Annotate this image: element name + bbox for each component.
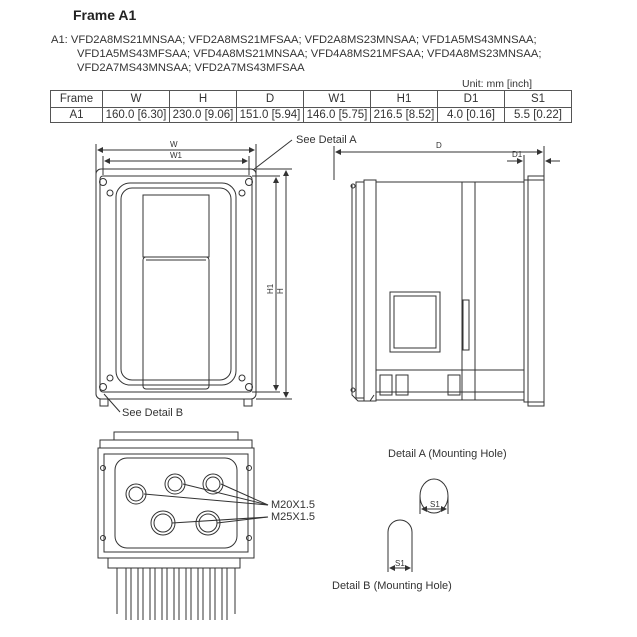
see-detail-b-label: See Detail B [122, 407, 183, 419]
cell-d: 151.0 [5.94] [236, 107, 304, 123]
detail-b-s1-label: S1 [395, 559, 405, 568]
dim-h1-label: H1 [266, 283, 275, 294]
dim-d1-label: D1 [512, 150, 523, 159]
bottom-view [97, 431, 269, 620]
unit-label: Unit: mm [inch] [462, 78, 533, 90]
header-w1: W1 [303, 90, 371, 108]
cell-h: 230.0 [9.06] [169, 107, 237, 123]
header-frame: Frame [50, 90, 103, 108]
dim-d-label: D [436, 141, 442, 150]
detail-a-label: Detail A (Mounting Hole) [388, 448, 507, 460]
cell-s1: 5.5 [0.22] [504, 107, 572, 123]
m25-gland-label: M25X1.5 [271, 511, 315, 523]
detail-b-label: Detail B (Mounting Hole) [332, 580, 452, 592]
model-list-line-2: VFD1A5MS43MFSAA; VFD4A8MS21MNSAA; VFD4A8… [77, 48, 542, 60]
see-detail-a-label: See Detail A [296, 134, 357, 146]
page-title: Frame A1 [73, 7, 137, 23]
table-row: A1 160.0 [6.30] 230.0 [9.06] 151.0 [5.94… [50, 107, 572, 123]
cell-frame: A1 [50, 107, 103, 123]
detail-a-s1-label: S1 [430, 500, 440, 509]
dim-w-label: W [170, 140, 178, 149]
dim-h-label: H [276, 288, 285, 294]
dim-w1-label: W1 [170, 151, 183, 160]
front-view [95, 139, 293, 413]
cell-h1: 216.5 [8.52] [370, 107, 438, 123]
model-list-line-3: VFD2A7MS43MNSAA; VFD2A7MS43MFSAA [77, 62, 305, 74]
dimension-table: Frame W H D W1 H1 D1 S1 A1 160.0 [6.30] … [50, 90, 572, 123]
m20-gland-label: M20X1.5 [271, 499, 315, 511]
side-view [333, 146, 560, 407]
model-list-line-1: A1: VFD2A8MS21MNSAA; VFD2A8MS21MFSAA; VF… [51, 34, 537, 46]
detail-b-mounting-hole [387, 519, 413, 572]
detail-a-mounting-hole [419, 478, 449, 514]
cell-w1: 146.0 [5.75] [303, 107, 371, 123]
